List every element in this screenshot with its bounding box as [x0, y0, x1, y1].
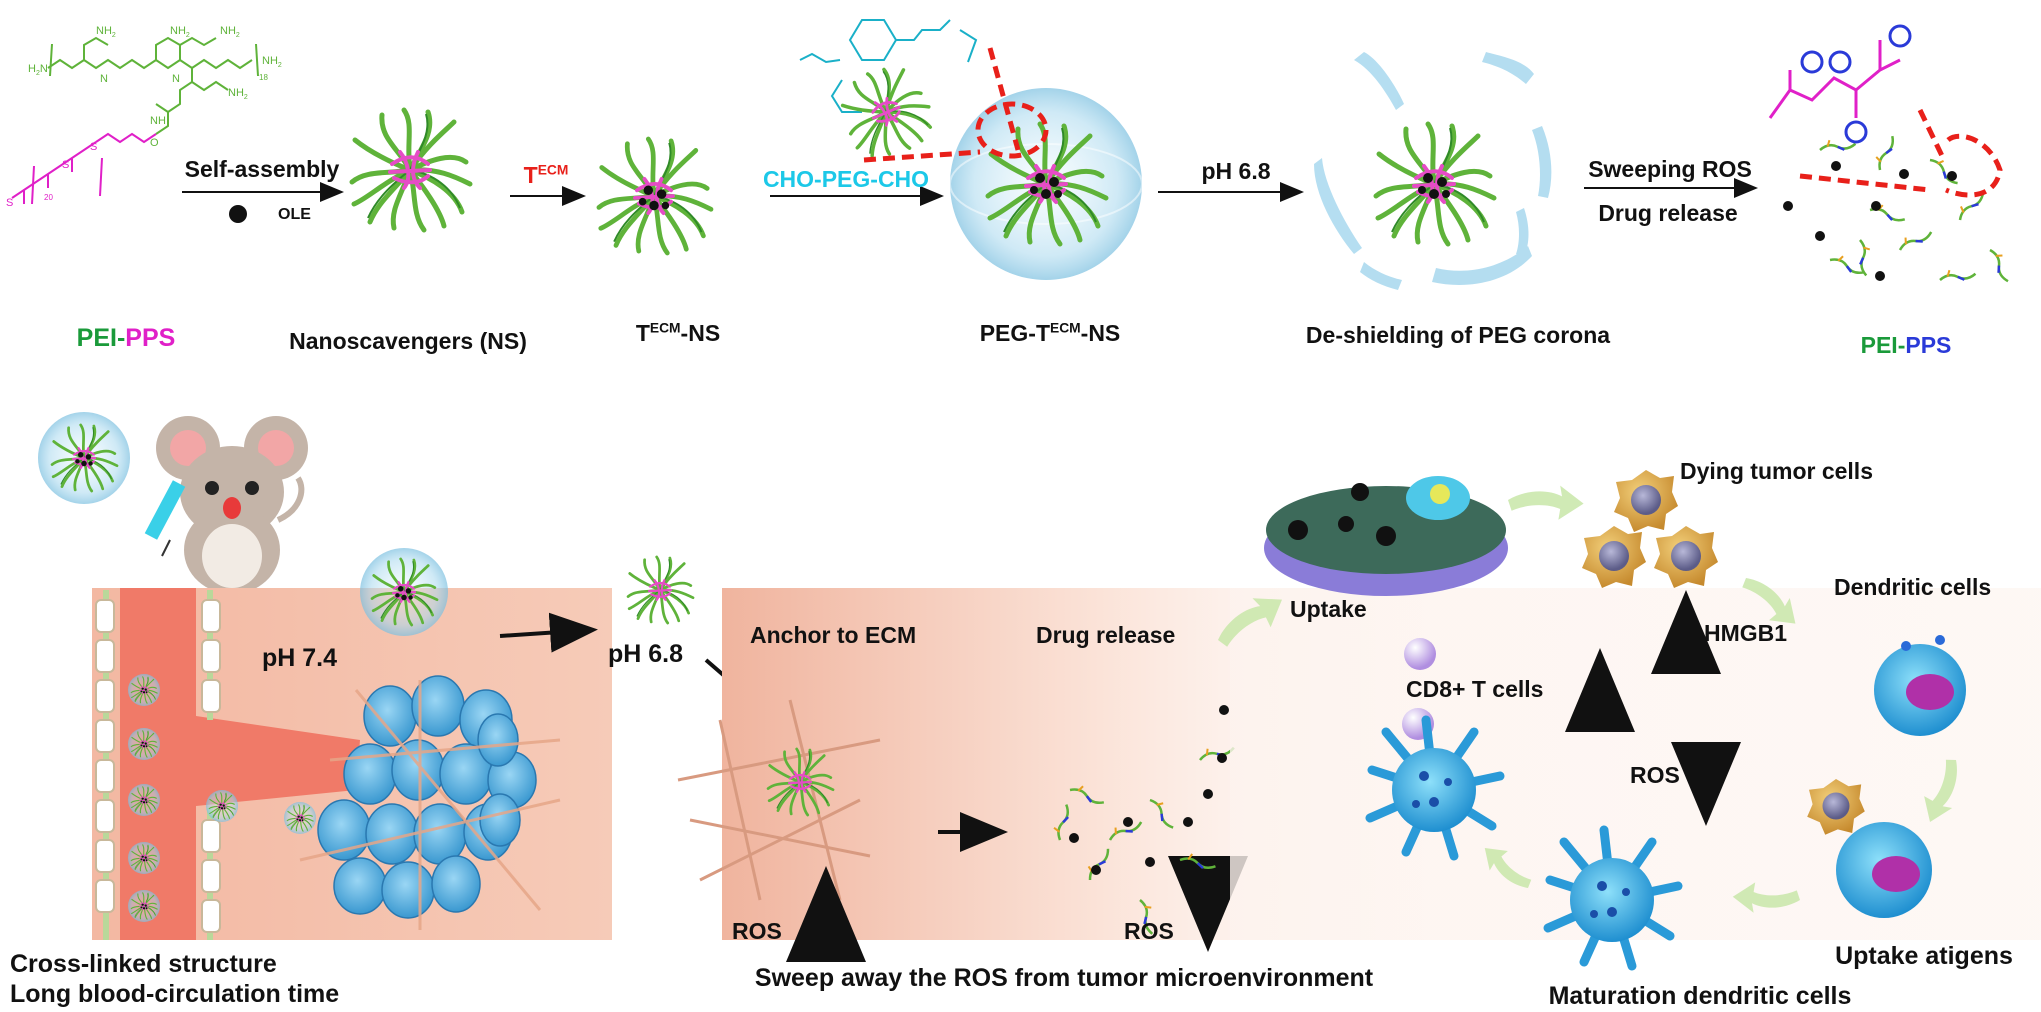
dying-cell-1: [1614, 470, 1678, 532]
pei-text-2: PEI: [1861, 332, 1898, 358]
zoom-dashes-2: [1800, 110, 2000, 195]
peg-suffix: -NS: [1081, 320, 1121, 346]
deshielding-label: De-shielding of PEG corona: [1306, 322, 1610, 349]
arrow-to-dying: [1508, 486, 1584, 520]
tecm-arrow-label: TECM: [524, 162, 569, 189]
uptake-antigens-label: Uptake atigens: [1835, 942, 2013, 971]
ros-center-label: ROS: [1124, 918, 1174, 945]
ros-left-label: ROS: [732, 918, 782, 945]
pps-chain: [12, 134, 156, 204]
sulfone-groups: [1802, 26, 1910, 142]
dash-text-2: -: [1898, 332, 1906, 358]
peg-tecm-ns-label: PEG-TECM-NS: [980, 320, 1121, 347]
svg-text:O: O: [150, 137, 159, 149]
svg-text:NH2: NH2: [96, 25, 116, 39]
svg-text:NH2: NH2: [228, 87, 248, 101]
blood-vessel-panel: [92, 588, 612, 940]
pei-pps-label-2: PEI-PPS: [1861, 332, 1952, 359]
tecm-sup: ECM: [538, 162, 569, 177]
long-circulation-label: Long blood-circulation time: [10, 980, 339, 1009]
tecm-ns-suffix: -NS: [681, 320, 721, 346]
deshielded-particle: [1376, 124, 1494, 244]
sweeping-ros-label: Sweeping ROS: [1588, 156, 1752, 183]
cross-linked-label: Cross-linked structure: [10, 950, 277, 979]
tecm-ns-base: T: [636, 320, 650, 346]
ph68-top-label: pH 6.8: [1201, 158, 1270, 185]
dying-cell-3: [1654, 526, 1718, 588]
ph68-bottom-label: pH 6.8: [608, 640, 683, 669]
dying-cell-2: [1582, 526, 1646, 588]
pei-text: PEI: [77, 324, 117, 352]
maturation-label: Maturation dendritic cells: [1549, 982, 1852, 1011]
peg-sup: ECM: [1050, 320, 1081, 335]
nanoscavengers-label: Nanoscavengers (NS): [289, 328, 527, 355]
floating-shell-particle: [360, 548, 448, 636]
svg-text:S: S: [90, 141, 97, 153]
svg-text:NH: NH: [150, 115, 166, 127]
cd8-label: CD8+ T cells: [1406, 676, 1543, 703]
pei-pps-label-1: PEI-PPS: [77, 324, 176, 353]
tecm-ns-particle: [599, 139, 711, 253]
dendritic-cell-antigen: [1836, 822, 1932, 918]
peg-prefix: PEG-T: [980, 320, 1050, 346]
svg-text:N: N: [100, 73, 108, 85]
mouse-illustration: [38, 412, 308, 594]
svg-text:N: N: [172, 73, 180, 85]
chem-atoms-green: NH2 NH2 NH2 H2N NH2 18 NH2 NH N N O: [28, 25, 282, 149]
pps-text: PPS: [125, 324, 175, 352]
drug-release-top-label: Drug release: [1598, 200, 1737, 227]
tecm-base: T: [524, 162, 538, 188]
svg-text:H2N: H2N: [28, 63, 48, 77]
deshielded-small-particle: [628, 557, 693, 623]
dying-tumor-label: Dying tumor cells: [1680, 458, 1873, 485]
drug-release-bottom-label: Drug release: [1036, 622, 1175, 649]
tumor-cell-uptake: [1264, 476, 1508, 596]
tecm-ns-sup: ECM: [650, 320, 681, 335]
nanoscavenger-particle: [352, 110, 470, 230]
t-cell-1: [1404, 638, 1436, 670]
svg-text:18: 18: [259, 73, 268, 82]
ph74-label: pH 7.4: [262, 644, 337, 673]
dendritic-cells-label: Dendritic cells: [1834, 574, 1991, 601]
svg-text:NH2: NH2: [220, 25, 240, 39]
svg-text:S: S: [6, 197, 13, 209]
tecm-ns-label: TECM-NS: [636, 320, 720, 347]
anchor-ecm-label: Anchor to ECM: [750, 622, 916, 649]
dash-text: -: [117, 324, 125, 352]
ole-label: OLE: [278, 206, 311, 224]
svg-text:NH2: NH2: [262, 55, 282, 69]
ros-right-label: ROS: [1630, 762, 1680, 789]
svg-text:S: S: [62, 159, 69, 171]
svg-text:20: 20: [44, 193, 53, 202]
ole-drug-dot: [229, 205, 247, 223]
svg-text:NH2: NH2: [170, 25, 190, 39]
uptake-label: Uptake: [1290, 596, 1367, 623]
released-fragments-top: [1819, 133, 2015, 284]
sweep-ros-caption: Sweep away the ROS from tumor microenvir…: [755, 964, 1373, 993]
hmgb1-label: HMGB1: [1704, 620, 1787, 647]
pps-text-2: PPS: [1905, 332, 1951, 358]
cho-peg-cho-label: CHO-PEG-CHO: [763, 166, 929, 193]
peg-tecm-ns-particle: [950, 88, 1142, 280]
self-assembly-label: Self-assembly: [185, 156, 340, 183]
